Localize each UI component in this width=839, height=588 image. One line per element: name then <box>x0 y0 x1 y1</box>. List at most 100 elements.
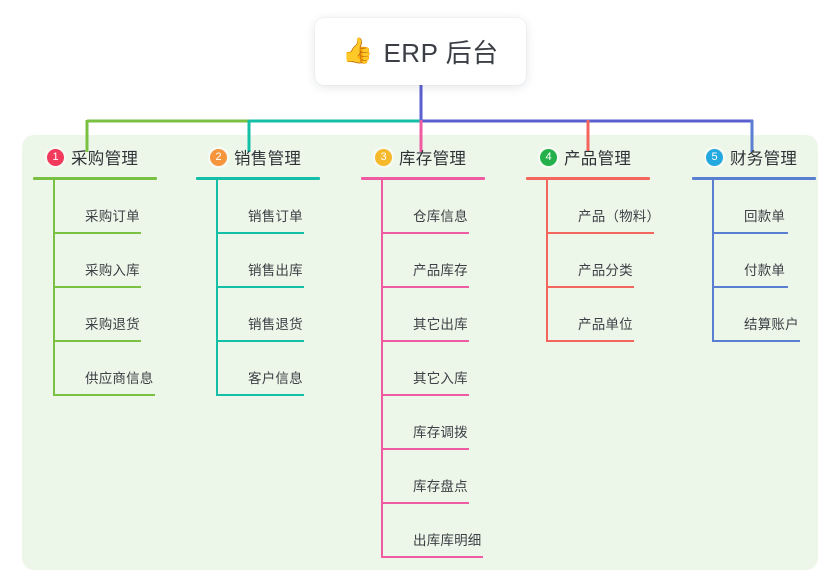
tree-item-label: 供应商信息 <box>85 370 154 386</box>
tree-item-label: 其它出库 <box>413 316 468 332</box>
column-badge-5: 5 <box>706 148 723 166</box>
tree-item-rule <box>216 393 304 396</box>
column-title-1: 采购管理 <box>71 150 139 168</box>
column-badge-2: 2 <box>210 148 227 166</box>
tree-item-label: 库存盘点 <box>413 478 468 494</box>
tree-item-rule <box>381 555 483 558</box>
tree-item[interactable]: 其它出库 <box>381 288 485 342</box>
root-title: ERP 后台 <box>383 38 499 68</box>
tree-item-rule <box>546 285 634 288</box>
tree-item-rule <box>712 339 800 342</box>
column-items-2: 销售订单销售出库销售退货客户信息 <box>196 179 320 396</box>
column-1: 1 采购管理采购订单采购入库采购退货供应商信息 <box>33 146 157 396</box>
column-4: 4 产品管理产品（物料） 产品分类产品单位 <box>526 146 660 342</box>
tree-item-rule <box>381 231 469 234</box>
column-items-3: 仓库信息产品库存其它出库其它入库库存调拨库存盘点出库库明细 <box>361 179 485 558</box>
tree-item[interactable]: 采购入库 <box>53 234 157 288</box>
tree-item-rule <box>546 339 634 342</box>
tree-item[interactable]: 产品单位 <box>546 288 650 342</box>
tree-item-label: 结算账户 <box>744 316 799 332</box>
tree-item[interactable]: 产品（物料） <box>546 180 660 234</box>
column-header-rule-5 <box>692 177 816 180</box>
tree-item-rule <box>546 231 654 234</box>
tree-item-rule <box>216 231 304 234</box>
thumbs-up-icon: 👍 <box>342 37 374 65</box>
column-title-2: 销售管理 <box>234 150 302 168</box>
tree-item[interactable]: 产品库存 <box>381 234 485 288</box>
root-node[interactable]: 👍 ERP 后台 <box>315 18 526 85</box>
column-header-3[interactable]: 3 库存管理 <box>361 146 485 168</box>
tree-item-label: 产品分类 <box>578 262 633 278</box>
tree-item-label: 回款单 <box>744 208 786 224</box>
column-badge-1: 1 <box>47 148 64 166</box>
column-header-rule-2 <box>196 177 320 180</box>
tree-item[interactable]: 采购退货 <box>53 288 157 342</box>
tree-item[interactable]: 其它入库 <box>381 342 485 396</box>
tree-item-label: 产品单位 <box>578 316 633 332</box>
tree-item[interactable]: 回款单 <box>712 180 816 234</box>
tree-item-label: 产品库存 <box>413 262 468 278</box>
tree-item[interactable]: 结算账户 <box>712 288 816 342</box>
tree-item-label: 销售退货 <box>248 316 303 332</box>
tree-item[interactable]: 出库库明细 <box>381 504 485 558</box>
tree-item-label: 客户信息 <box>248 370 303 386</box>
column-spine-2 <box>216 179 218 396</box>
column-title-5: 财务管理 <box>730 150 798 168</box>
tree-item-label: 其它入库 <box>413 370 468 386</box>
column-badge-4: 4 <box>540 148 557 166</box>
tree-item[interactable]: 付款单 <box>712 234 816 288</box>
tree-item[interactable]: 客户信息 <box>216 342 320 396</box>
tree-item-rule <box>53 339 141 342</box>
tree-item[interactable]: 销售订单 <box>216 180 320 234</box>
column-header-2[interactable]: 2 销售管理 <box>196 146 320 168</box>
tree-item-label: 出库库明细 <box>413 532 482 548</box>
tree-item[interactable]: 供应商信息 <box>53 342 157 396</box>
tree-item-rule <box>216 285 304 288</box>
tree-item-rule <box>53 393 155 396</box>
diagram-panel <box>22 135 818 570</box>
tree-item[interactable]: 采购订单 <box>53 180 157 234</box>
column-spine-3 <box>381 179 383 558</box>
root-node-content: 👍 ERP 后台 <box>342 33 498 70</box>
tree-item-rule <box>381 393 469 396</box>
tree-item[interactable]: 产品分类 <box>546 234 650 288</box>
column-badge-3: 3 <box>375 148 392 166</box>
column-items-1: 采购订单采购入库采购退货供应商信息 <box>33 179 157 396</box>
column-spine-4 <box>546 179 548 342</box>
tree-item-label: 销售订单 <box>248 208 303 224</box>
tree-item[interactable]: 库存盘点 <box>381 450 485 504</box>
tree-item-rule <box>381 501 469 504</box>
tree-item-label: 产品（物料） <box>578 208 661 224</box>
column-header-5[interactable]: 5 财务管理 <box>692 146 816 168</box>
column-items-5: 回款单付款单结算账户 <box>692 179 816 342</box>
tree-item-label: 付款单 <box>744 262 786 278</box>
tree-item-rule <box>381 447 469 450</box>
tree-item-label: 销售出库 <box>248 262 303 278</box>
tree-item[interactable]: 销售退货 <box>216 288 320 342</box>
tree-item[interactable]: 销售出库 <box>216 234 320 288</box>
tree-item-rule <box>712 285 788 288</box>
column-header-rule-1 <box>33 177 157 180</box>
column-header-rule-4 <box>526 177 650 180</box>
column-title-4: 产品管理 <box>564 150 632 168</box>
tree-item[interactable]: 库存调拨 <box>381 396 485 450</box>
tree-item-label: 采购订单 <box>85 208 140 224</box>
column-3: 3 库存管理仓库信息产品库存其它出库其它入库库存调拨库存盘点出库库明细 <box>361 146 485 558</box>
column-5: 5 财务管理回款单付款单结算账户 <box>692 146 816 342</box>
tree-item-label: 采购退货 <box>85 316 140 332</box>
tree-item-rule <box>53 285 141 288</box>
column-header-4[interactable]: 4 产品管理 <box>526 146 650 168</box>
tree-item-rule <box>381 339 469 342</box>
column-header-1[interactable]: 1 采购管理 <box>33 146 157 168</box>
tree-item-rule <box>216 339 304 342</box>
tree-item-rule <box>381 285 469 288</box>
tree-item-label: 库存调拨 <box>413 424 468 440</box>
tree-item-rule <box>712 231 788 234</box>
tree-item-rule <box>53 231 141 234</box>
column-title-3: 库存管理 <box>399 150 467 168</box>
column-items-4: 产品（物料） 产品分类产品单位 <box>526 179 660 342</box>
column-header-rule-3 <box>361 177 485 180</box>
tree-item[interactable]: 仓库信息 <box>381 180 485 234</box>
column-spine-1 <box>53 179 55 396</box>
column-2: 2 销售管理销售订单销售出库销售退货客户信息 <box>196 146 320 396</box>
